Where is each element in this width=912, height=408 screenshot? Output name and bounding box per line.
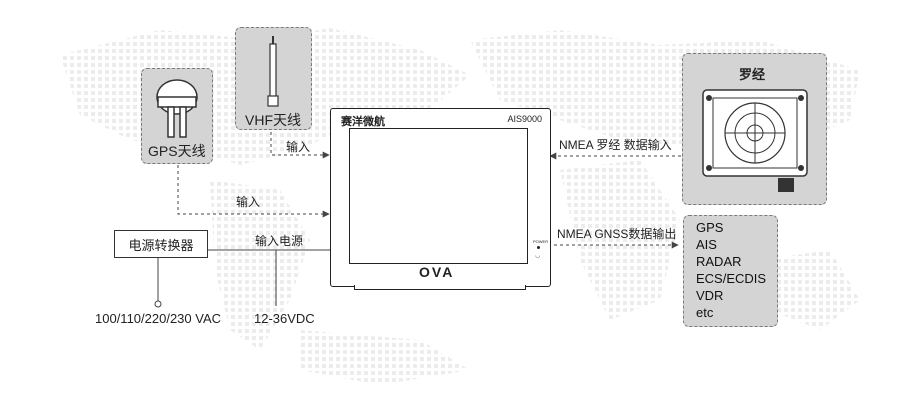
gnss-output-label: NMEA GNSS数据输出 [557, 227, 677, 241]
compass-input-label: NMEA 罗经 数据输入 [559, 138, 672, 152]
output-item: GPS [696, 220, 724, 235]
power-converter: 电源转换器 [114, 230, 208, 258]
compass-icon [702, 89, 808, 192]
power-label: POWER [533, 239, 549, 244]
vhf-antenna-label: VHF天线 [245, 112, 301, 128]
vhf-input-label: 输入 [286, 140, 311, 154]
gps-antenna-icon [156, 79, 198, 138]
output-item: etc [696, 305, 714, 320]
ac-power-label: 100/110/220/230 VAC [95, 311, 222, 326]
ac-terminal [154, 300, 162, 308]
output-item: VDR [696, 288, 724, 303]
ais-model: AIS9000 [507, 114, 542, 124]
gps-antenna-box: GPS天线 [141, 68, 213, 164]
ais-unit: 赛洋微航 AIS9000 POWER ◡ OVA [330, 108, 551, 287]
ais-screen [349, 128, 528, 264]
vhf-antenna-box: VHF天线 [235, 27, 312, 130]
compass-label: 罗经 [739, 67, 766, 82]
output-devices-list: GPS AIS RADAR ECS/ECDIS VDR etc [696, 219, 766, 321]
ais-brand: 赛洋微航 [341, 116, 385, 128]
vhf-antenna-icon [267, 36, 279, 107]
output-item: AIS [696, 237, 717, 252]
power-input-label: 输入电源 [255, 234, 304, 248]
gps-input-label: 输入 [236, 195, 261, 209]
ais-logo: OVA [419, 264, 455, 280]
gps-connection-line [177, 165, 330, 218]
gps-antenna-label: GPS天线 [148, 143, 206, 159]
compass-box: 罗经 [682, 53, 827, 205]
power-indicator [537, 246, 540, 249]
dc-power-label: 12-36VDC [254, 311, 315, 326]
vhf-connection-line [270, 126, 330, 159]
output-item: ECS/ECDIS [696, 271, 767, 286]
output-item: RADAR [696, 254, 742, 269]
ais-stand [354, 285, 526, 290]
wifi-icon: ◡ [535, 253, 541, 259]
output-devices-box [683, 215, 778, 327]
